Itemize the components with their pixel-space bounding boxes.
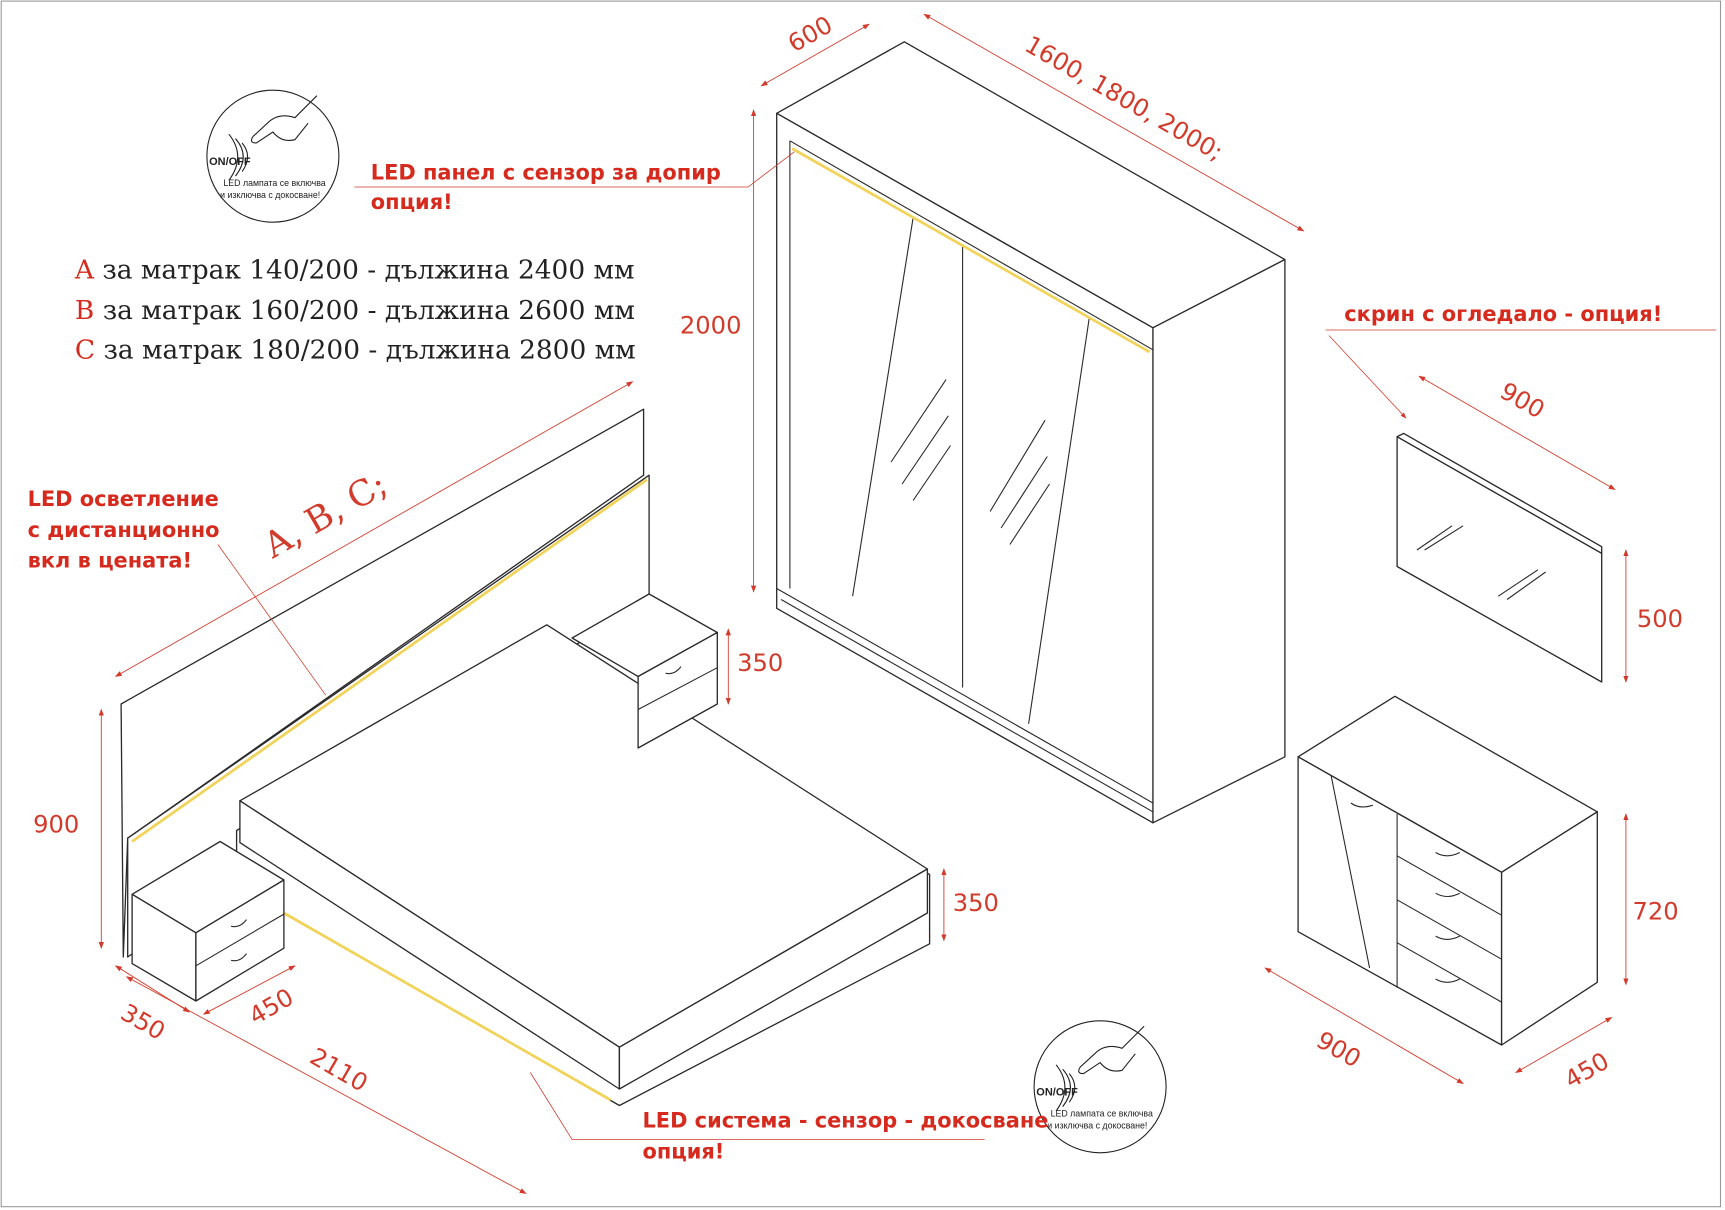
touch-sensor-icon: ON/OFF LED лампата се включва и изключва… <box>1033 1020 1167 1154</box>
dim-dresser-width: 900 <box>1312 1026 1366 1073</box>
dim-mirror-height: 500 <box>1637 605 1683 633</box>
dresser-mirror-note: скрин с огледало - опция! <box>1344 302 1662 326</box>
svg-text:и изключва с докосване!: и изключва с докосване! <box>1047 1121 1147 1131</box>
dim-wardrobe-depth: 600 <box>783 11 837 58</box>
svg-text:ON/OFF: ON/OFF <box>209 156 251 168</box>
wardrobe-led-note-option: опция! <box>371 190 453 214</box>
headboard-led-note: LED осветление <box>28 487 219 511</box>
touch-sensor-icon: ON/OFF LED лампата се включва и изключва… <box>206 89 340 223</box>
headboard-led-note: вкл в цената! <box>28 549 192 573</box>
svg-text:A за матрак 140/200 - дължина: A за матрак 140/200 - дължина 2400 мм <box>74 254 635 285</box>
bed-size-label: A, B, C; <box>256 464 394 567</box>
dim-mirror-width: 900 <box>1495 377 1549 424</box>
wardrobe <box>776 41 1286 824</box>
svg-text:C за матрак 180/200 - дължина: C за матрак 180/200 - дължина 2800 мм <box>75 335 636 366</box>
bed-led-note-option: опция! <box>643 1139 725 1163</box>
svg-text:и изключва с докосване!: и изключва с докосване! <box>220 190 320 200</box>
mirror <box>1396 432 1603 683</box>
svg-text:B за матрак 160/200 - дължина: B за матрак 160/200 - дължина 2600 мм <box>75 295 635 326</box>
dim-dresser-depth: 450 <box>1560 1047 1614 1094</box>
headboard-led-note: с дистанционно <box>28 518 220 542</box>
svg-text:LED лампата се включва: LED лампата се включва <box>1051 1109 1153 1119</box>
wardrobe-led-note: LED панел с сензор за допир <box>371 160 721 184</box>
dim-bed-length: 2110 <box>305 1042 372 1097</box>
dim-dresser-height: 720 <box>1633 898 1679 926</box>
svg-text:ON/OFF: ON/OFF <box>1036 1087 1078 1099</box>
dim-nightstand-depth: 350 <box>116 998 170 1045</box>
dim-nightstand-height: 350 <box>737 649 783 677</box>
bed-size-legend: A за матрак 140/200 - дължина 2400 мм B … <box>74 254 636 365</box>
dim-wardrobe-height: 2000 <box>680 311 742 339</box>
dimension-lines <box>98 13 1717 1194</box>
dresser <box>1297 695 1598 1046</box>
bed-led-note: LED система - сензор - докосване <box>643 1109 1049 1133</box>
dim-nightstand-width: 450 <box>244 983 298 1030</box>
dim-bed-base-height: 350 <box>953 889 999 917</box>
svg-text:LED лампата се включва: LED лампата се включва <box>223 178 325 188</box>
dim-headboard-height: 900 <box>33 811 79 839</box>
